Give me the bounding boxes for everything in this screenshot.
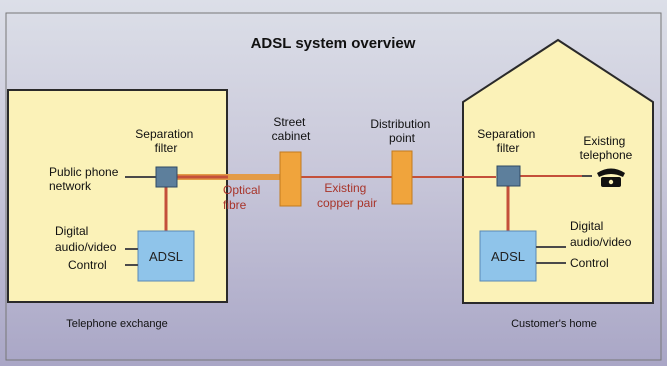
optical-fibre-label: Optical fibre xyxy=(223,183,264,212)
home-filter-label: Separation filter xyxy=(477,127,538,155)
exchange-adsl-label: ADSL xyxy=(149,249,183,264)
exchange-caption: Telephone exchange xyxy=(66,318,168,330)
optical-fibre-label-line2: fibre xyxy=(223,198,247,212)
exchange-control-label: Control xyxy=(68,258,107,272)
exchange-adsl-box xyxy=(137,230,195,282)
existing-telephone-label-line2: telephone xyxy=(580,148,633,162)
public-network-label-line1: Public phone xyxy=(49,165,119,179)
exchange-av-label: Digital audio/video xyxy=(55,224,117,254)
optical-fibre-line xyxy=(175,174,285,180)
home-av-label-line2: audio/video xyxy=(570,235,632,249)
home-av-label-line1: Digital xyxy=(570,219,603,233)
copper-pair-label-line2: copper pair xyxy=(317,196,377,210)
street-cabinet-label: Street cabinet xyxy=(272,115,311,143)
diagram-title: ADSL system overview xyxy=(251,35,416,52)
public-network-label-line2: network xyxy=(49,179,92,193)
street-cabinet-label-line1: Street xyxy=(273,115,306,129)
exchange-separation-filter xyxy=(155,166,178,188)
copper-pair-label: Existing copper pair xyxy=(317,181,377,210)
home-av-label: Digital audio/video xyxy=(570,219,632,249)
home-control-label: Control xyxy=(570,256,609,270)
home-adsl-box xyxy=(479,230,537,282)
existing-telephone-label: Existing telephone xyxy=(580,134,633,162)
home-caption: Customer's home xyxy=(511,318,597,330)
existing-telephone-label-line1: Existing xyxy=(583,134,625,148)
home-adsl-label: ADSL xyxy=(491,249,525,264)
street-cabinet xyxy=(279,151,302,207)
exchange-av-label-line2: audio/video xyxy=(55,240,117,254)
copper-pair-label-line1: Existing xyxy=(324,181,366,195)
exchange-filter-label-line1: Separation xyxy=(135,127,193,141)
exchange-filter-label: Separation filter xyxy=(135,127,196,155)
distribution-point xyxy=(391,150,413,205)
home-filter-label-line2: filter xyxy=(497,141,520,155)
street-cabinet-label-line2: cabinet xyxy=(272,129,311,143)
telephone-icon xyxy=(597,168,625,187)
diagram-frame xyxy=(5,12,662,361)
exchange-filter-label-line2: filter xyxy=(155,141,178,155)
optical-fibre-label-line1: Optical xyxy=(223,183,260,197)
distribution-point-label-line1: Distribution xyxy=(370,117,430,131)
exchange-av-label-line1: Digital xyxy=(55,224,88,238)
home-separation-filter xyxy=(496,165,521,187)
home-filter-label-line1: Separation xyxy=(477,127,535,141)
public-network-label: Public phone network xyxy=(49,165,122,193)
distribution-point-label-line2: point xyxy=(389,131,416,145)
distribution-point-label: Distribution point xyxy=(370,117,433,145)
